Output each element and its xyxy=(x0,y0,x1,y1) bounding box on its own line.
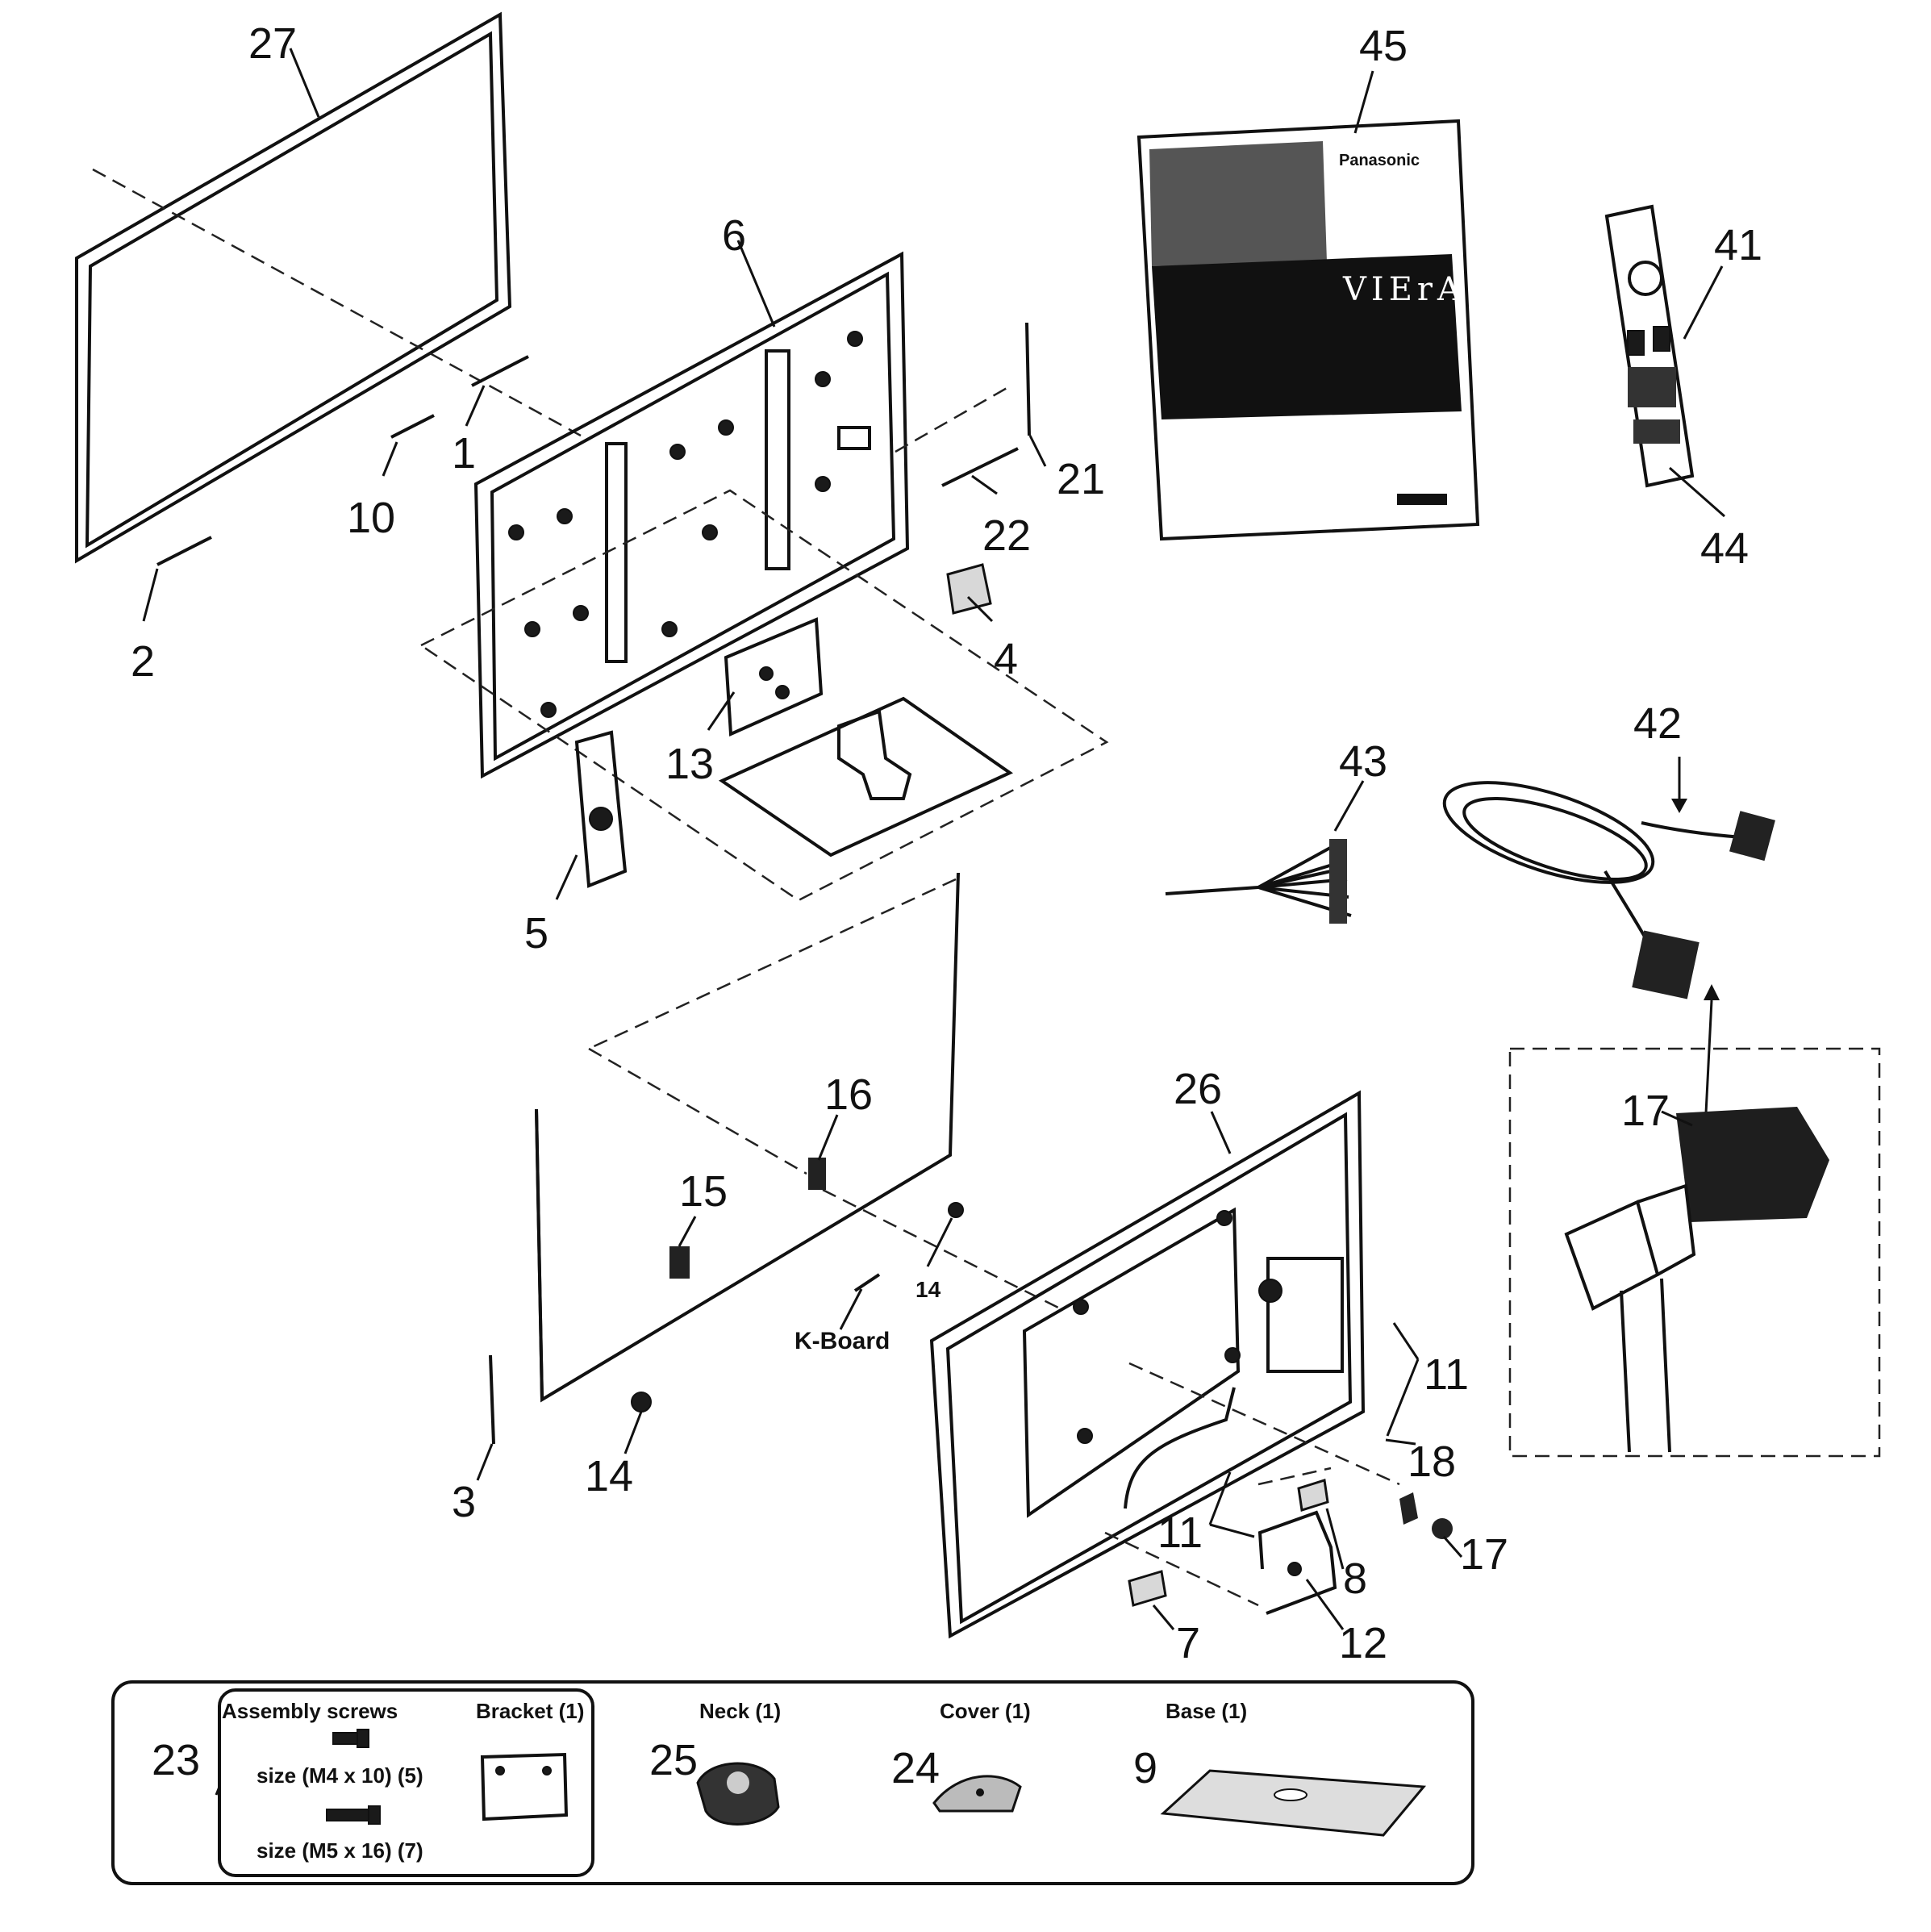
cover-icon xyxy=(932,1775,1022,1813)
av-cable-part xyxy=(1165,839,1352,924)
strip-part-3 xyxy=(489,1354,495,1445)
rail-part-21 xyxy=(1025,322,1031,436)
clip-part-16 xyxy=(808,1158,826,1190)
callout-5: 5 xyxy=(524,909,548,958)
clip-part-8 xyxy=(1297,1479,1329,1512)
callout-14-lower: 14 xyxy=(585,1452,633,1500)
plug-part-17 xyxy=(1399,1492,1453,1539)
screw-part-14-upper xyxy=(948,1202,964,1218)
callout-7: 7 xyxy=(1176,1619,1200,1667)
rail-part-22 xyxy=(941,447,1019,487)
callout-8: 8 xyxy=(1343,1554,1367,1603)
rear-frame-part xyxy=(535,872,960,1403)
callout-27: 27 xyxy=(248,19,297,68)
screw-m5-icon xyxy=(326,1805,381,1825)
remote-control-part xyxy=(1604,204,1695,488)
callout-2: 2 xyxy=(131,637,155,686)
neck-label: Neck (1) xyxy=(699,1699,781,1723)
callout-24: 24 xyxy=(891,1744,940,1792)
callout-16: 16 xyxy=(824,1070,873,1119)
front-bezel-part xyxy=(75,11,512,564)
callout-9: 9 xyxy=(1133,1744,1157,1792)
plug-detail-part xyxy=(1564,1107,1829,1453)
bracket-part-5 xyxy=(574,730,628,888)
assembly-screws-label: Assembly screws xyxy=(222,1699,398,1723)
callout-12: 12 xyxy=(1339,1619,1387,1667)
callout-3: 3 xyxy=(452,1478,476,1526)
callout-45: 45 xyxy=(1359,22,1408,70)
owners-manual-part: Panasonic VIErA xyxy=(1136,119,1480,541)
power-cord-part xyxy=(1442,781,1775,999)
screw-part-14-lower xyxy=(631,1392,652,1412)
stand-neck-part-12 xyxy=(1257,1510,1337,1615)
manual-brand-text: Panasonic xyxy=(1339,152,1420,169)
base-icon xyxy=(1160,1769,1427,1837)
callout-6: 6 xyxy=(722,211,746,260)
callout-23: 23 xyxy=(152,1736,200,1784)
clip-part-7 xyxy=(1128,1570,1167,1607)
base-label: Base (1) xyxy=(1166,1699,1247,1723)
callout-11-lower: 11 xyxy=(1157,1508,1203,1557)
callout-26: 26 xyxy=(1174,1065,1222,1113)
callout-25: 25 xyxy=(649,1736,698,1784)
neck-icon xyxy=(696,1762,780,1826)
bracket-label: Bracket (1) xyxy=(476,1699,584,1723)
callout-41: 41 xyxy=(1714,221,1762,269)
strip-part-2 xyxy=(156,536,212,566)
bracket-icon xyxy=(480,1752,569,1821)
stand-plate-part xyxy=(718,696,1014,858)
callout-44: 44 xyxy=(1700,524,1749,573)
screw-m5-size-label: size (M5 x 16) (7) xyxy=(256,1838,423,1863)
callout-42: 42 xyxy=(1633,699,1682,748)
k-board-part xyxy=(853,1273,881,1292)
strip-part-10 xyxy=(390,414,435,439)
rear-cover-part xyxy=(929,1090,1366,1639)
manual-product-text: VIErA xyxy=(1342,271,1466,308)
clip-part-4 xyxy=(946,563,992,615)
screw-m4-icon xyxy=(332,1729,369,1748)
k-board-label: K-Board xyxy=(795,1328,890,1354)
callout-11-upper: 11 xyxy=(1424,1350,1469,1399)
chassis-frame-part xyxy=(473,251,910,779)
strip-part-1 xyxy=(471,355,529,387)
callout-17-inset: 17 xyxy=(1621,1087,1670,1135)
callout-15: 15 xyxy=(679,1167,728,1216)
callout-17: 17 xyxy=(1460,1530,1508,1579)
screw-m4-size-label: size (M4 x 10) (5) xyxy=(256,1763,423,1788)
callout-18: 18 xyxy=(1408,1438,1456,1486)
callout-14-upper: 14 xyxy=(915,1277,941,1302)
callout-4: 4 xyxy=(994,635,1018,683)
callout-10: 10 xyxy=(347,494,395,542)
accessory-kit-box: Assembly screws size (M4 x 10) (5) size … xyxy=(111,1680,1474,1885)
cover-label: Cover (1) xyxy=(940,1699,1031,1723)
callout-22: 22 xyxy=(982,511,1031,560)
callout-21: 21 xyxy=(1057,455,1105,503)
mounting-plate-part xyxy=(724,617,824,737)
callout-43: 43 xyxy=(1339,737,1387,786)
inset-detail-box xyxy=(1508,1047,1881,1458)
clip-part-15 xyxy=(669,1246,690,1279)
callout-1: 1 xyxy=(452,429,476,478)
callout-13: 13 xyxy=(665,740,714,788)
